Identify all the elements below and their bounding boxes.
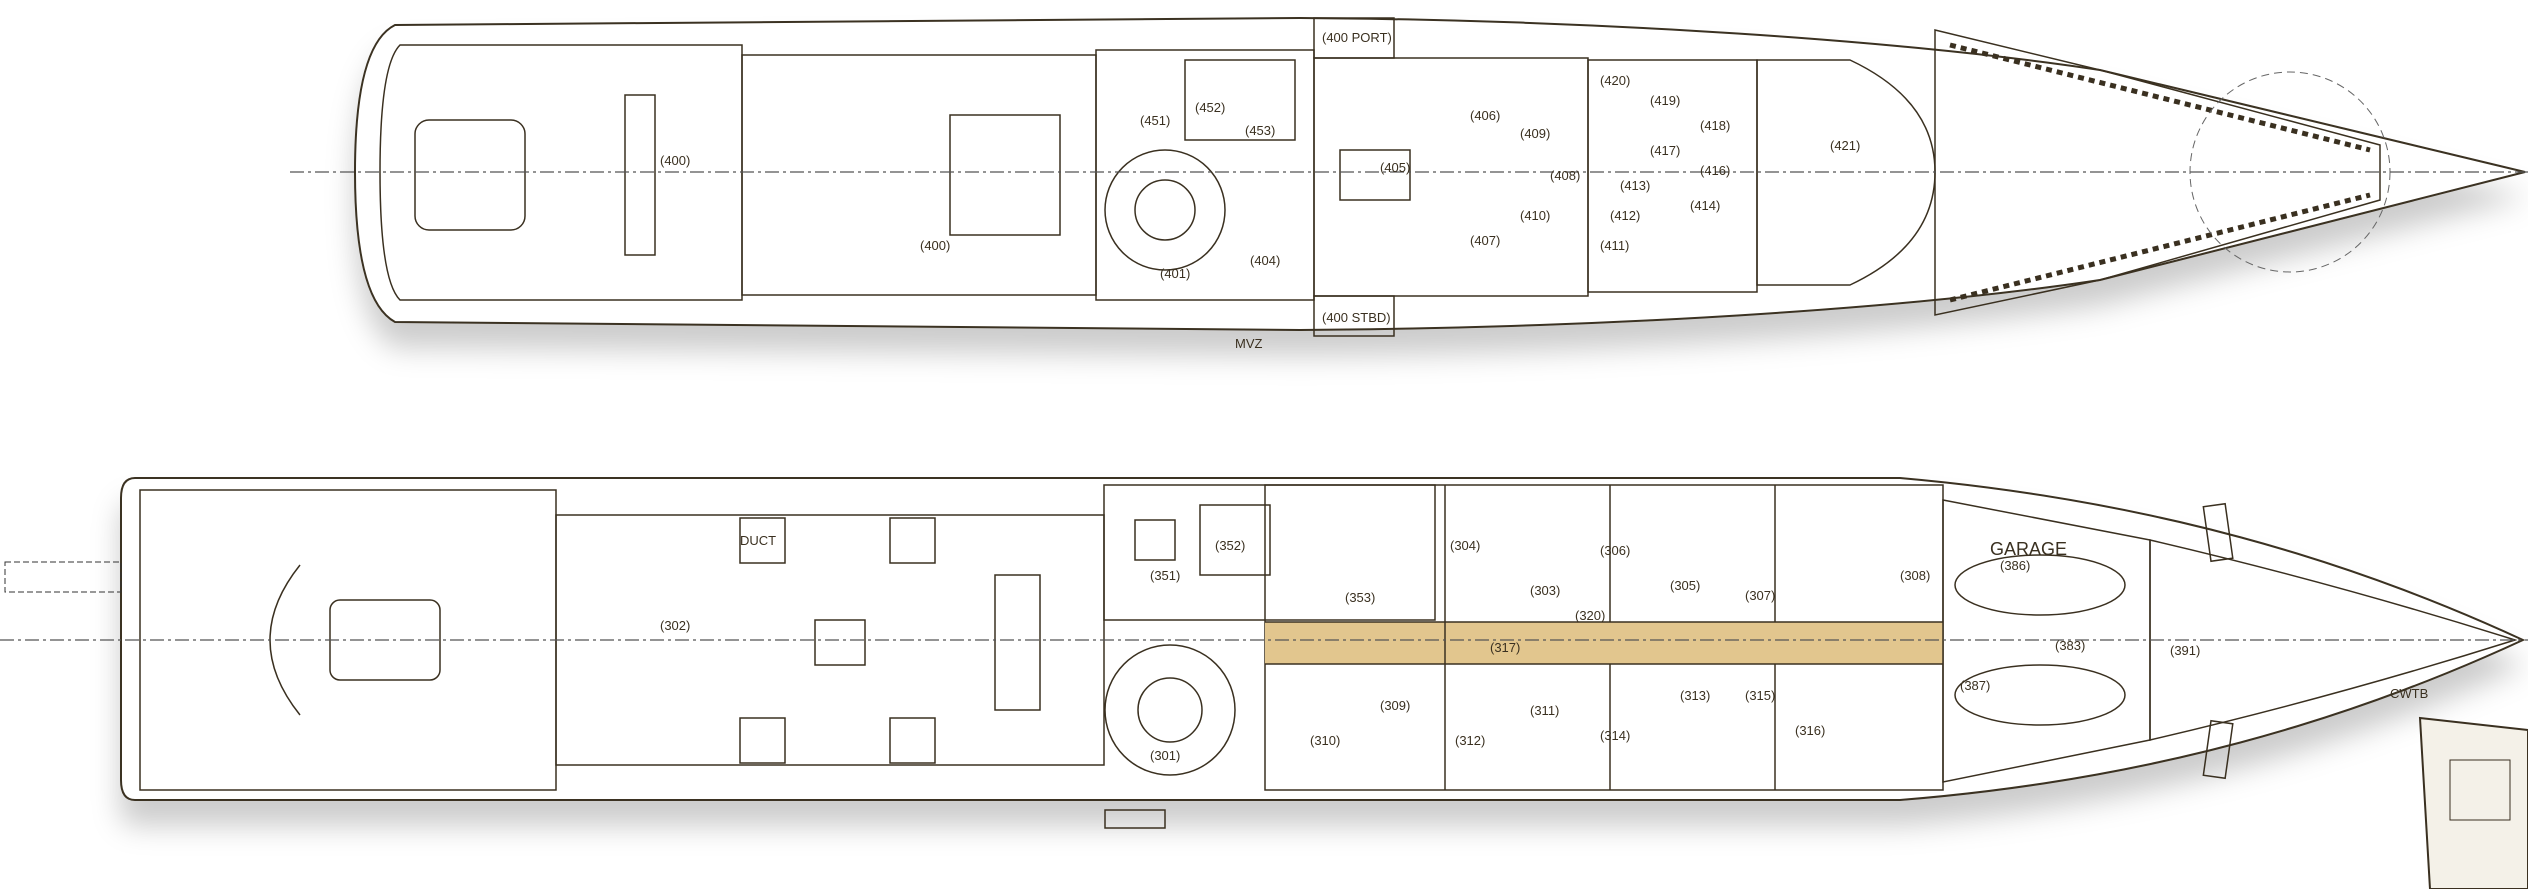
room-label: (309) <box>1380 698 1410 713</box>
room-label: (306) <box>1600 543 1630 558</box>
room-label: (383) <box>2055 638 2085 653</box>
room-label: (351) <box>1150 568 1180 583</box>
cabin-dividers <box>1265 485 1943 790</box>
room-label: (419) <box>1650 93 1680 108</box>
upper-aft-table <box>624 94 656 256</box>
duct <box>889 717 936 764</box>
room-label: (315) <box>1745 688 1775 703</box>
upper-deck-hull <box>353 16 2526 332</box>
room-label: (409) <box>1520 126 1550 141</box>
room-label: (311) <box>1530 703 1559 718</box>
room-label: (411) <box>1600 238 1629 253</box>
main-spiral-stair <box>1104 644 1236 776</box>
room-label: (400) <box>660 153 690 168</box>
room-label: (421) <box>1830 138 1860 153</box>
room-label: (410) <box>1520 208 1550 223</box>
adjacent-deck-fragment <box>2418 716 2528 889</box>
upper-spiral-stair <box>1104 149 1226 271</box>
room-label: (417) <box>1650 143 1680 158</box>
saloon-sofa-group <box>814 619 866 666</box>
room-label: (308) <box>1900 568 1930 583</box>
room-label: (451) <box>1140 113 1170 128</box>
room-label: (387) <box>1960 678 1990 693</box>
room-label: (307) <box>1745 588 1775 603</box>
room-label: (302) <box>660 618 690 633</box>
room-label: (352) <box>1215 538 1245 553</box>
anchor-door-port <box>2202 502 2234 563</box>
room-label: (401) <box>1160 266 1190 281</box>
room-label: (400) <box>920 238 950 253</box>
upper-aft-lounge <box>414 119 526 231</box>
room-label: (418) <box>1700 118 1730 133</box>
tender-stbd <box>1954 664 2126 726</box>
room-label: (304) <box>1450 538 1480 553</box>
room-label: (312) <box>1455 733 1485 748</box>
garage-label: GARAGE <box>1990 539 2067 559</box>
room-label: (305) <box>1670 578 1700 593</box>
upper-saloon-rug <box>949 114 1061 236</box>
room-label: CWTB <box>2390 686 2428 701</box>
main-deck-plan: (302) (301) (351) (352) (353) DUCT (303)… <box>0 477 2528 829</box>
room-label: (317) <box>1490 640 1520 655</box>
aft-passerelle <box>4 561 122 593</box>
side-boarding-steps <box>1104 809 1166 829</box>
room-label: (303) <box>1530 583 1560 598</box>
service-corridor <box>1199 504 1271 576</box>
owner-bed <box>1339 149 1411 201</box>
guest-passage <box>1265 622 1943 664</box>
room-label: (391) <box>2170 643 2200 658</box>
room-label: (408) <box>1550 168 1580 183</box>
room-label: (400 STBD) <box>1322 310 1391 325</box>
tender-port <box>1954 554 2126 616</box>
room-label: (400 PORT) <box>1322 30 1392 45</box>
room-label: (414) <box>1690 198 1720 213</box>
frame-label: MVZ <box>1235 336 1263 351</box>
room-label: (386) <box>2000 558 2030 573</box>
service-lift <box>1134 519 1176 561</box>
room-label: (404) <box>1250 253 1280 268</box>
room-label: (310) <box>1310 733 1340 748</box>
room-label: (407) <box>1470 233 1500 248</box>
main-stair-core <box>1137 677 1203 743</box>
upper-aft-deck <box>379 44 743 301</box>
duct-label: DUCT <box>740 533 776 548</box>
upper-stair-core <box>1134 179 1196 241</box>
room-label: (301) <box>1150 748 1180 763</box>
duct <box>739 517 786 564</box>
anchor-door-stbd <box>2202 719 2234 780</box>
upper-foredeck <box>1934 29 2381 316</box>
room-label: (313) <box>1680 688 1710 703</box>
room-label: (412) <box>1610 208 1640 223</box>
duct <box>889 517 936 564</box>
room-label: (314) <box>1600 728 1630 743</box>
upper-deck-plan: (400) (400) (400 PORT) (400 STBD) (451) … <box>290 16 2528 351</box>
room-label: (316) <box>1795 723 1825 738</box>
room-label: (405) <box>1380 160 1410 175</box>
main-foredeck <box>2149 539 2518 741</box>
duct <box>739 717 786 764</box>
room-label: (420) <box>1600 73 1630 88</box>
room-label: (413) <box>1620 178 1650 193</box>
room-label: (416) <box>1700 163 1730 178</box>
room-label: (453) <box>1245 123 1275 138</box>
room-label: (406) <box>1470 108 1500 123</box>
dining-table <box>994 574 1041 711</box>
room-label: (452) <box>1195 100 1225 115</box>
room-label: (320) <box>1575 608 1605 623</box>
room-label: (353) <box>1345 590 1375 605</box>
upper-service-blue <box>1184 59 1296 141</box>
